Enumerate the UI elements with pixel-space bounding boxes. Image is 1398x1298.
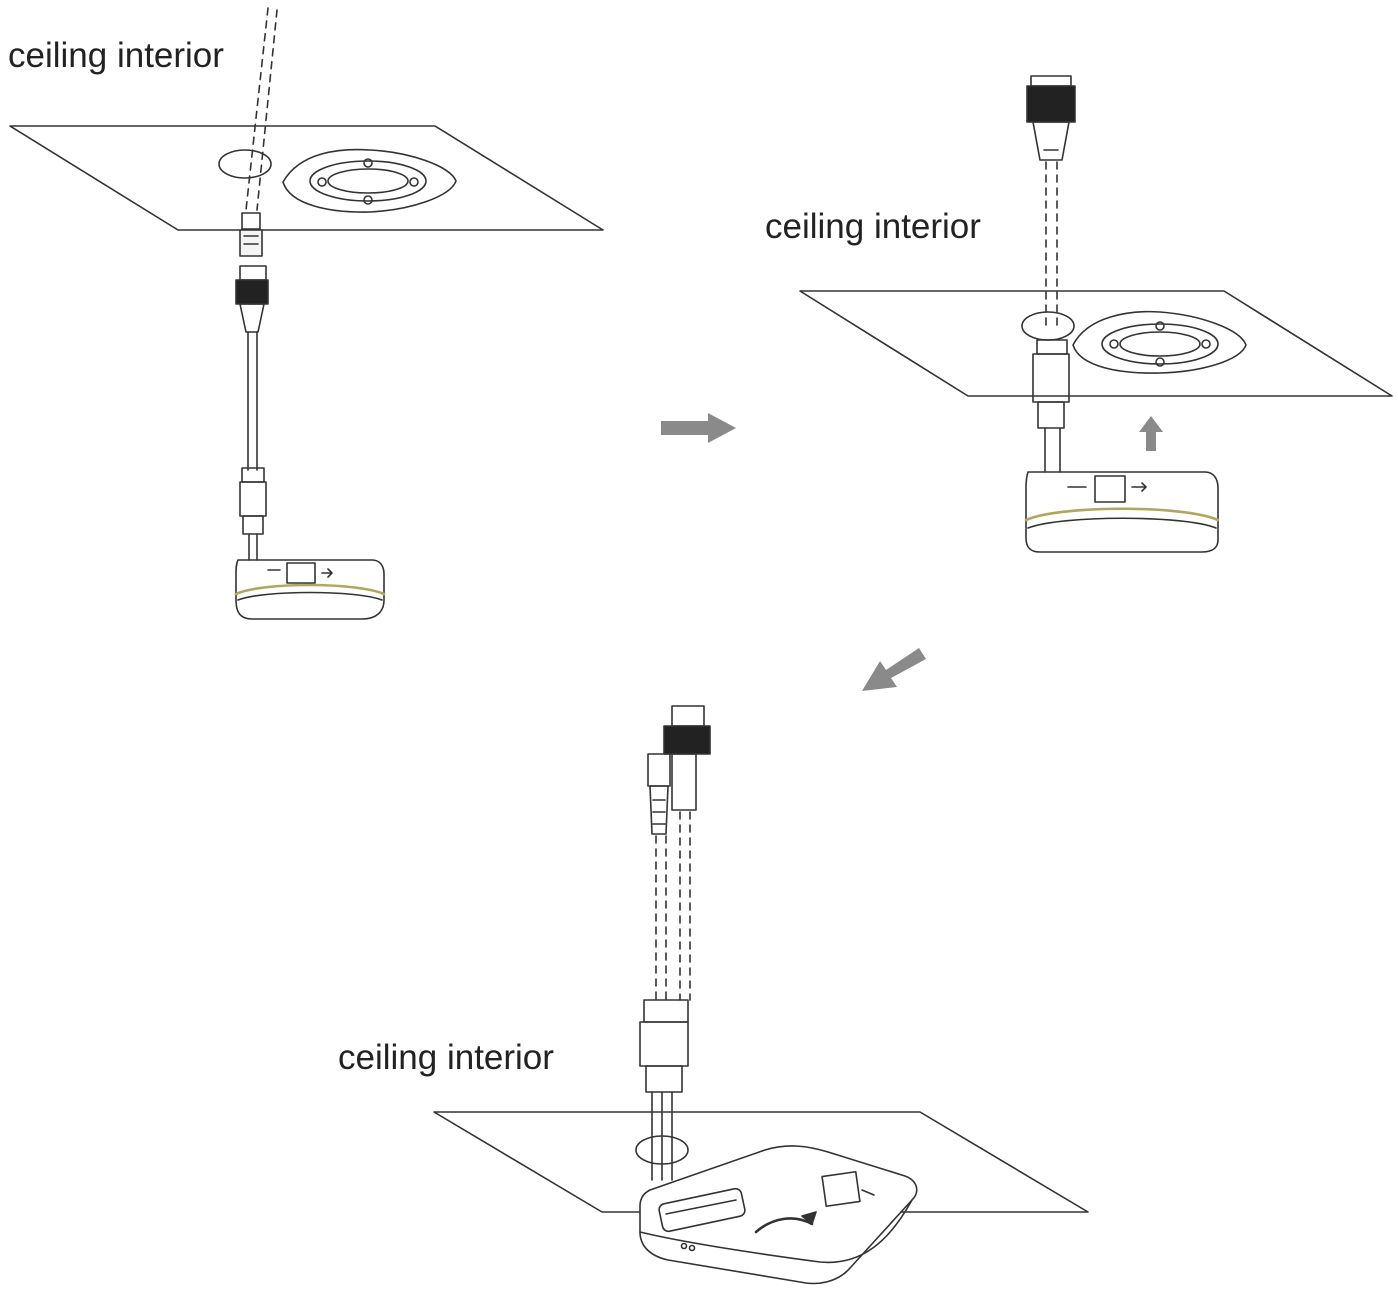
step1-panel (9, 7, 604, 620)
step3-cable-assembly (639, 705, 711, 1181)
step2-ceiling-hole (1021, 311, 1075, 341)
step2-mounting-bracket (1072, 310, 1247, 374)
step2-ceiling-plane (799, 290, 1393, 397)
step3-ceiling-interior-label: ceiling interior (338, 1038, 554, 1077)
up-arrow-icon (1139, 416, 1163, 451)
right-arrow-icon (661, 413, 736, 443)
step3-access-point (639, 1145, 918, 1285)
step2-panel (799, 75, 1393, 553)
step2-ceiling-interior-label: ceiling interior (765, 207, 981, 246)
step1-ceiling-interior-label: ceiling interior (8, 36, 224, 75)
step1-cable-assembly (235, 212, 269, 561)
step1-ceiling-plane (9, 125, 604, 231)
step1-ceiling-hole (218, 149, 272, 179)
step2-cable-assembly (1026, 75, 1076, 473)
step3-ceiling-plane (433, 1111, 1089, 1213)
step2-access-point (1024, 471, 1220, 553)
step1-mounting-bracket (282, 148, 457, 213)
step1-cable-dashed (245, 7, 278, 211)
step3-panel (433, 705, 1089, 1285)
rotate-arrow-head (801, 1211, 817, 1225)
rotate-arrow-icon (754, 1217, 814, 1234)
down-left-arrow-icon (862, 648, 926, 691)
step1-access-point (234, 559, 386, 620)
